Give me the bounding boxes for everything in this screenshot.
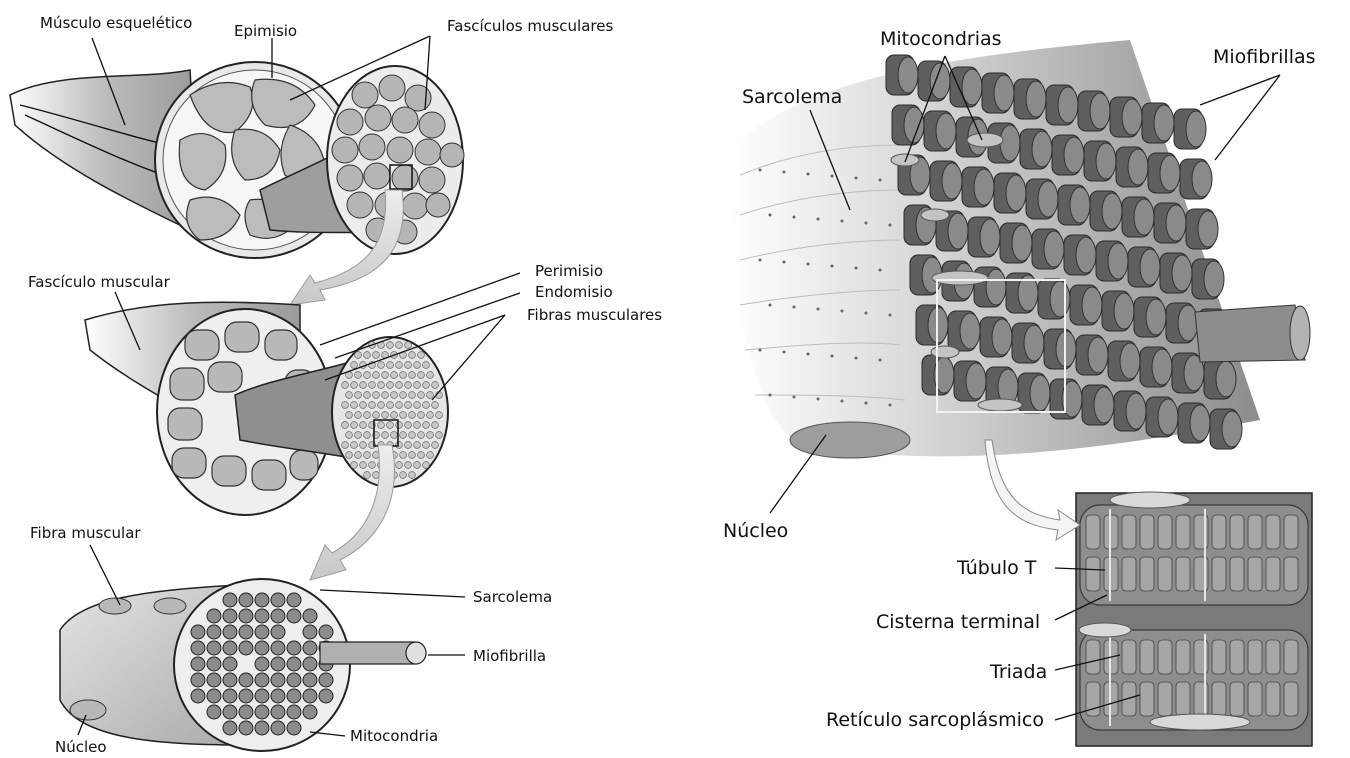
inset-zoom-arrow [985,440,1080,540]
label-fasciculo-muscular: Fascículo muscular [28,273,171,291]
label-tubulo-t: Túbulo T [956,557,1037,579]
label-endomisio: Endomisio [535,283,613,301]
label-mitocondrias: Mitocondrias [880,28,1002,50]
label-fasciculos-musculares: Fascículos musculares [447,17,613,35]
left-panel: Músculo esquelético Epimisio Fascículos … [10,14,662,756]
label-perimisio: Perimisio [535,262,603,280]
label-nucleo-right: Núcleo [723,520,788,542]
label-mitocondria: Mitocondria [350,727,438,745]
label-fibras-musculares: Fibras musculares [527,306,662,324]
label-triada: Triada [989,661,1047,683]
label-nucleo-left: Núcleo [55,738,107,756]
label-miofibrillas: Miofibrillas [1213,46,1316,68]
label-fibra-muscular: Fibra muscular [30,524,141,542]
label-musculo-esqueletico: Músculo esquelético [40,14,192,32]
label-reticulo-sarcoplasmico: Retículo sarcoplásmico [826,709,1044,731]
label-sarcolema: Sarcolema [473,588,552,606]
label-cisterna-terminal: Cisterna terminal [876,611,1040,633]
t-tubule-inset [1076,492,1312,746]
label-sarcolema-right: Sarcolema [742,86,842,108]
muscle-fiber-illustration [60,579,426,751]
label-epimisio: Epimisio [234,22,297,40]
right-panel: Mitocondrias Sarcolema Miofibrillas Núcl… [723,28,1316,746]
label-miofibrilla: Miofibrilla [473,647,546,665]
